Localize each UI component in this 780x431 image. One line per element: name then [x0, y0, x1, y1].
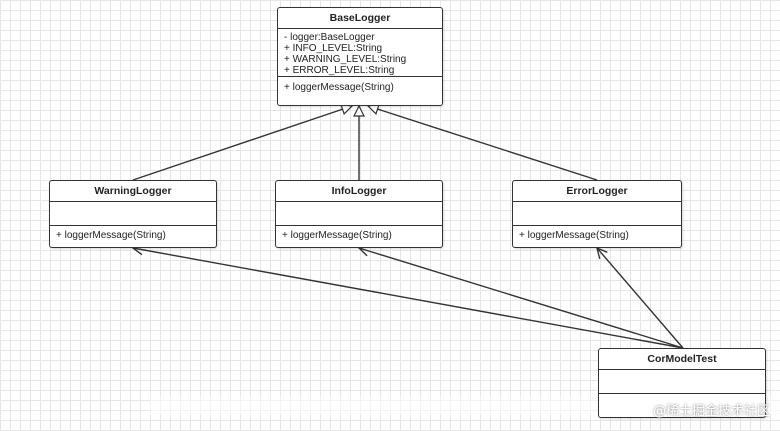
class-baselogger[interactable]: BaseLogger - logger:BaseLogger + INFO_LE…	[277, 7, 443, 106]
methods-section: + loggerMessage(String)	[513, 226, 681, 243]
inheritance-arrow-warninglogger-baselogger	[132, 106, 352, 181]
association-arrow-cormodeltest-warninglogger	[133, 248, 684, 349]
class-name: WarningLogger	[50, 181, 216, 202]
class-name: ErrorLogger	[513, 181, 681, 202]
method: + loggerMessage(String)	[519, 230, 629, 241]
watermark-text: @稀土掘金技术社区	[652, 404, 770, 419]
class-name: CorModelTest	[599, 349, 765, 370]
class-cormodeltest[interactable]: CorModelTest	[598, 348, 766, 418]
attribute: + WARNING_LEVEL:String	[284, 54, 407, 65]
attribute: + ERROR_LEVEL:String	[284, 65, 395, 76]
association-arrow-cormodeltest-infologger	[359, 248, 684, 349]
inheritance-arrow-errorlogger-baselogger	[368, 106, 598, 181]
attributes-section	[599, 370, 765, 394]
class-name: BaseLogger	[278, 8, 442, 29]
class-warninglogger[interactable]: WarningLogger + loggerMessage(String)	[49, 180, 217, 248]
methods-section: + loggerMessage(String)	[50, 226, 216, 243]
attributes-section	[513, 202, 681, 226]
methods-section: + loggerMessage(String)	[276, 226, 442, 243]
method: + loggerMessage(String)	[284, 82, 394, 93]
attribute: - logger:BaseLogger	[284, 32, 375, 43]
association-arrow-cormodeltest-errorlogger	[597, 248, 684, 349]
method: + loggerMessage(String)	[282, 230, 392, 241]
attribute: + INFO_LEVEL:String	[284, 43, 383, 54]
method: + loggerMessage(String)	[56, 230, 166, 241]
attributes-section	[50, 202, 216, 226]
class-errorlogger[interactable]: ErrorLogger + loggerMessage(String)	[512, 180, 682, 248]
attributes-section: - logger:BaseLogger + INFO_LEVEL:String …	[278, 29, 442, 77]
class-infologger[interactable]: InfoLogger + loggerMessage(String)	[275, 180, 443, 248]
attributes-section	[276, 202, 442, 226]
class-name: InfoLogger	[276, 181, 442, 202]
methods-section: + loggerMessage(String)	[278, 77, 442, 95]
